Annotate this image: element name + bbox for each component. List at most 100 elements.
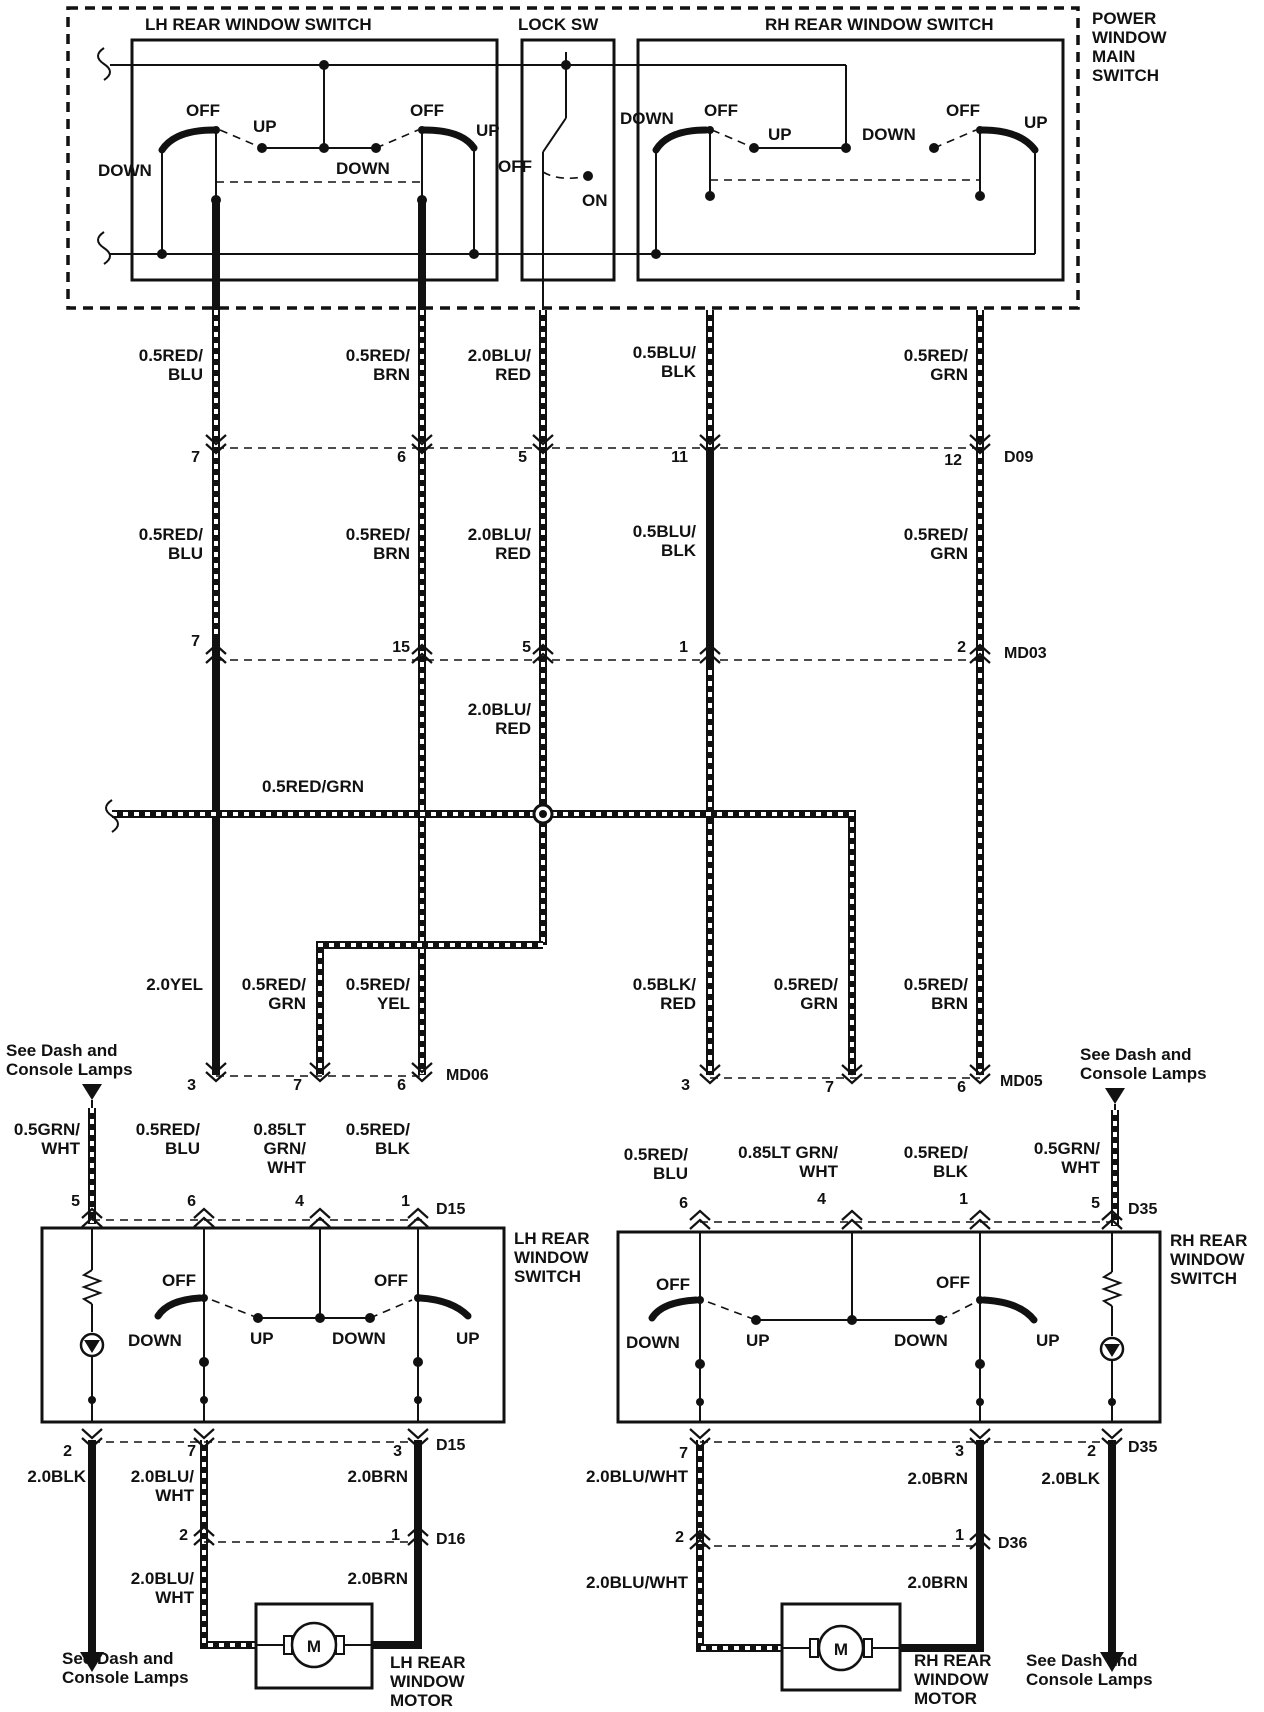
note-dash-lamps-rh-1: See Dash and: [1080, 1045, 1192, 1064]
wire-label-red-grn-c: 0.5RED/: [242, 975, 307, 994]
lh-rear-window-motor: M LH REAR WINDOW MOTOR: [254, 1602, 466, 1710]
lamp-resistor-rh: [1101, 1271, 1123, 1307]
rh-switch-blade-left: [648, 1296, 700, 1322]
wire-label-red-brn-a: 0.5RED/: [346, 346, 411, 365]
rh-motor-icon: [817, 1624, 865, 1672]
svg-text:BLK: BLK: [661, 541, 697, 560]
wire-label-red-blk-lh: 0.5RED/: [346, 1120, 411, 1139]
wire-brn-rh: [900, 1440, 984, 1652]
note-dash-lamps-lh-bottom-1: See Dash and: [62, 1649, 174, 1668]
svg-text:BRN: BRN: [373, 544, 410, 563]
lh-switch-off-right: OFF: [374, 1271, 408, 1290]
svg-text:RED: RED: [495, 544, 531, 563]
rh-motor-symbol: M: [834, 1640, 848, 1659]
svg-text:4: 4: [817, 1191, 826, 1208]
svg-text:1: 1: [955, 1527, 964, 1544]
lh-rear-window-switch: LH REAR WINDOW SWITCH OFF DOWN UP DOWN O…: [40, 1226, 590, 1424]
svg-text:RED: RED: [660, 994, 696, 1013]
note-dash-lamps-lh-2: Console Lamps: [6, 1060, 133, 1079]
rh-motor-title-3: MOTOR: [914, 1689, 977, 1708]
connector-label-md05: MD05: [1000, 1073, 1043, 1090]
svg-text:WHT: WHT: [1061, 1158, 1100, 1177]
wire-label-brn-rh-a: 2.0BRN: [908, 1469, 968, 1488]
svg-text:7: 7: [825, 1079, 834, 1096]
lock-section-box: [520, 38, 616, 282]
wire-label-grn-wht-rh: 0.5GRN/: [1034, 1139, 1100, 1158]
lh-motor-icon: [290, 1621, 338, 1669]
svg-text:3: 3: [187, 1077, 196, 1094]
wire-label-red-blu-c: 0.5RED/: [136, 1120, 201, 1139]
connector-label-d16: D16: [436, 1531, 465, 1548]
wire-label-red-blu-a: 0.5RED/: [139, 346, 204, 365]
rh-main-off-left: OFF: [704, 101, 738, 120]
connector-label-d35-top: D35: [1128, 1201, 1157, 1218]
rh-switch-box: [616, 1230, 1162, 1424]
rh-switch-off-right: OFF: [936, 1273, 970, 1292]
svg-text:2: 2: [63, 1443, 72, 1460]
connector-label-d15-top: D15: [436, 1201, 465, 1218]
wire-label-red-grn-b: 0.5RED/: [904, 525, 969, 544]
continuation-mark-bus: [105, 799, 119, 833]
rh-main-up-left: UP: [768, 125, 792, 144]
wire-label-blu-blk-a: 0.5BLU/: [633, 343, 697, 362]
wire-label-blk-rh: 2.0BLK: [1041, 1469, 1100, 1488]
lh-motor-title-2: WINDOW: [390, 1672, 466, 1691]
svg-text:2: 2: [675, 1529, 684, 1546]
rh-rear-window-switch: RH REAR WINDOW SWITCH OFF DOWN UP DOWN O…: [616, 1230, 1247, 1424]
wire-labels: 0.5RED/ BLU 0.5RED/ BRN 2.0BLU/ RED 0.5B…: [14, 343, 1101, 1607]
wire-label-red-yel: 0.5RED/: [346, 975, 411, 994]
main-switch-title-4: SWITCH: [1092, 66, 1159, 85]
svg-text:WHT: WHT: [155, 1588, 194, 1607]
rh-switch-down-left: DOWN: [626, 1333, 680, 1352]
lh-switch-blade-left: [154, 1294, 204, 1320]
wire-label-blu-red-a: 2.0BLU/: [468, 346, 532, 365]
wire-label-red-grn-d: 0.5RED/: [774, 975, 839, 994]
rh-main-blade-right: [978, 126, 1039, 154]
wire-label-red-blu-d: 0.5RED/: [624, 1145, 689, 1164]
wire-label-grn-wht-lh: 0.5GRN/: [14, 1120, 80, 1139]
lh-switch-up-left: UP: [250, 1329, 274, 1348]
rh-switch-up-right: UP: [1036, 1331, 1060, 1350]
svg-text:3: 3: [393, 1443, 402, 1460]
rh-switch-title-1: RH REAR: [1170, 1231, 1247, 1250]
lh-main-blade-right: [420, 126, 478, 152]
svg-text:5: 5: [71, 1193, 80, 1210]
rh-main-up-right: UP: [1024, 113, 1048, 132]
lock-switch-title: LOCK SW: [518, 15, 599, 34]
svg-text:BRN: BRN: [373, 365, 410, 384]
rh-switch-title-2: WINDOW: [1170, 1250, 1246, 1269]
rh-main-down-left: DOWN: [620, 109, 674, 128]
svg-text:7: 7: [191, 633, 200, 650]
wire-label-red-grn-bus: 0.5RED/GRN: [262, 777, 364, 796]
rh-switch-blade-right: [980, 1296, 1038, 1324]
wire-label-blu-wht-lh-a: 2.0BLU/: [131, 1467, 195, 1486]
svg-text:11: 11: [671, 449, 688, 466]
wire-label-red-blk-rh: 0.5RED/: [904, 1143, 969, 1162]
lamp-resistor-lh: [81, 1269, 103, 1305]
rh-main-blade-left: [652, 126, 710, 154]
svg-text:6: 6: [397, 449, 406, 466]
rh-switch-down-right: DOWN: [894, 1331, 948, 1350]
rh-motor-title-2: WINDOW: [914, 1670, 990, 1689]
wire-label-blu-wht-lh-b: 2.0BLU/: [131, 1569, 195, 1588]
lh-main-blade-left: [158, 126, 218, 154]
svg-text:5: 5: [522, 639, 531, 656]
lh-main-off-right: OFF: [410, 101, 444, 120]
wire-lock-to-lh-switch: [316, 941, 543, 1075]
svg-text:12: 12: [944, 452, 962, 469]
wire-label-red-blu-b: 0.5RED/: [139, 525, 204, 544]
connector-label-md06: MD06: [446, 1067, 489, 1084]
wire-label-red-brn-c: 0.5RED/: [904, 975, 969, 994]
svg-text:6: 6: [397, 1077, 406, 1094]
wire-label-brn-rh-b: 2.0BRN: [908, 1573, 968, 1592]
lh-rear-window-switch-title: LH REAR WINDOW SWITCH: [145, 15, 372, 34]
lh-section-box: [130, 38, 499, 282]
continuation-mark-top: [97, 47, 111, 81]
svg-text:GRN: GRN: [930, 365, 968, 384]
note-dash-lamps-rh-bottom-2: Console Lamps: [1026, 1670, 1153, 1689]
svg-text:3: 3: [955, 1443, 964, 1460]
svg-text:2: 2: [179, 1527, 188, 1544]
rh-motor-title-1: RH REAR: [914, 1651, 991, 1670]
connectors: [80, 433, 1124, 1551]
lh-main-up-right: UP: [476, 121, 500, 140]
